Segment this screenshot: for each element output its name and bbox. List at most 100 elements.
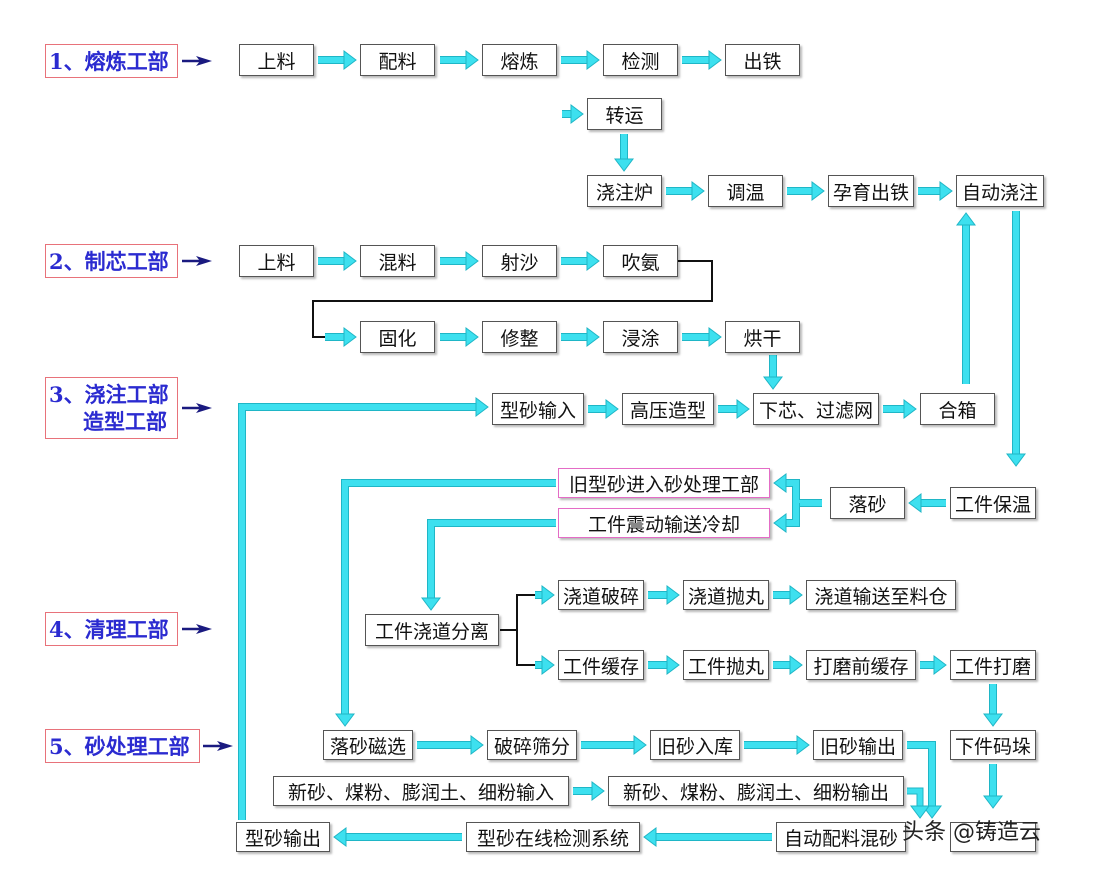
dept-pointer-head-3: [196, 403, 212, 413]
flow-arrow-shaft-31: [786, 480, 822, 506]
flow-arrow-head-46: [470, 735, 484, 755]
node-vibrating-cooling: 工件震动输送冷却: [558, 508, 770, 538]
node-gate-to-silo: 浇道输送至料仓: [806, 580, 956, 610]
flow-arrow-shaft-34: [428, 520, 556, 598]
flow-arrow-head-33: [335, 713, 355, 727]
flow-arrow-head-17: [465, 251, 479, 271]
dept-sand-treatment-label: 5、砂处理工部: [45, 729, 200, 763]
node-mixing: 混料: [360, 245, 435, 277]
node-core-shooting: 射沙: [482, 245, 557, 277]
flow-arrow-head-6: [343, 50, 357, 70]
node-high-pressure-molding: 高压造型: [622, 393, 714, 425]
dept-pointer-head-2: [196, 256, 212, 266]
node-old-sand-output: 旧砂输出: [813, 730, 903, 760]
flow-arrow-head-39: [666, 585, 680, 605]
node-transfer: 转运: [587, 98, 662, 130]
dept-molding-line: 造型工部: [83, 409, 167, 434]
flow-arrow-head-11: [614, 158, 634, 172]
node-smelting: 熔炼: [482, 44, 557, 76]
node-temperature-adjust: 调温: [708, 175, 783, 207]
node-gate-shot-blasting: 浇道抛丸: [683, 580, 769, 610]
node-trimming: 修整: [482, 321, 557, 353]
flow-arrow-head-45: [983, 795, 1003, 809]
flow-arrow-head-28: [956, 212, 976, 226]
dept-pouring-line: 3、浇注工部: [49, 382, 169, 407]
connector-line-36: [516, 630, 535, 666]
flow-arrow-head-9: [708, 50, 722, 70]
dept-pointer-head-5: [217, 741, 233, 751]
node-auto-sand-mixing: 自动配料混砂: [776, 822, 906, 852]
dept-smelting-label: 1、熔炼工部: [45, 44, 178, 78]
flow-arrow-head-40: [789, 585, 803, 605]
connector-line-19: [312, 260, 713, 338]
dept-coremaking-label: 2、制芯工部: [45, 244, 178, 278]
node-casting-buffer: 工件缓存: [558, 650, 644, 680]
flow-arrow-shaft-33: [342, 480, 556, 714]
flow-arrow-head-48: [796, 735, 810, 755]
flow-arrow-head-31: [773, 473, 787, 493]
flow-arrow-head-12: [691, 181, 705, 201]
flow-arrow-edge-34: [427, 519, 556, 598]
node-charging-2: 上料: [239, 245, 314, 277]
flow-arrow-head-34: [421, 597, 441, 611]
node-online-sand-testing: 型砂在线检测系统: [466, 822, 640, 852]
node-pre-grinding-buffer: 打磨前缓存: [806, 650, 916, 680]
node-amine-blowing: 吹氨: [603, 245, 678, 277]
node-dip-coating: 浸涂: [603, 321, 678, 353]
node-inspection: 检测: [603, 44, 678, 76]
flow-arrow-head-50: [922, 805, 942, 819]
flow-arrow-head-16: [343, 251, 357, 271]
flow-arrow-head-18: [586, 251, 600, 271]
node-auto-pouring: 自动浇注: [956, 175, 1044, 207]
flow-arrow-head-32: [773, 513, 787, 533]
flow-arrow-head-8: [586, 50, 600, 70]
flow-arrow-head-25: [605, 399, 619, 419]
connector-line-35: [500, 594, 535, 631]
node-curing: 固化: [360, 321, 435, 353]
flow-arrow-head-43: [933, 655, 947, 675]
node-sand-input: 型砂输入: [492, 393, 584, 425]
node-magnetic-separation: 落砂磁选: [323, 730, 413, 760]
node-casting-shot-blasting: 工件抛丸: [683, 650, 769, 680]
flow-arrow-head-47: [633, 735, 647, 755]
flow-arrow-head-42: [789, 655, 803, 675]
node-gate-separation: 工件浇道分离: [365, 614, 499, 646]
node-new-sand-output: 新砂、煤粉、膨润土、细粉输出: [608, 776, 904, 806]
flow-arrow-head-24: [763, 376, 783, 390]
node-old-sand-storage: 旧砂入库: [650, 730, 740, 760]
flow-arrow-head-41: [666, 655, 680, 675]
node-casting-grinding: 工件打磨: [950, 650, 1036, 680]
flow-arrow-head-37: [541, 585, 555, 605]
flow-arrow-head-22: [586, 327, 600, 347]
node-hidden-final: [950, 822, 1036, 852]
flow-arrow-head-15: [1006, 453, 1026, 467]
flow-arrow-head-21: [465, 327, 479, 347]
flow-arrow-head-51: [910, 805, 930, 819]
node-shakeout: 落砂: [830, 487, 905, 519]
node-gate-crushing: 浇道破碎: [558, 580, 644, 610]
watermark-text: 头条 @铸造云: [902, 820, 1041, 845]
flow-arrow-head-38: [541, 655, 555, 675]
flow-arrow-head-14: [939, 181, 953, 201]
node-drying: 烘干: [725, 321, 800, 353]
node-new-sand-input: 新砂、煤粉、膨润土、细粉输入: [273, 776, 569, 806]
flow-arrow-head-27: [903, 399, 917, 419]
flow-arrow-edge-33: [341, 479, 556, 714]
flow-arrow-head-10: [570, 104, 584, 124]
flow-arrow-head-23: [708, 327, 722, 347]
dept-cleaning-label: 4、清理工部: [45, 612, 178, 646]
node-inoculation-tapping: 孕育出铁: [828, 175, 914, 207]
node-charging-1: 上料: [239, 44, 314, 76]
dept-pouring-molding-label: 3、浇注工部 造型工部: [45, 377, 178, 439]
node-pouring-furnace: 浇注炉: [587, 175, 662, 207]
flow-arrow-head-30: [908, 493, 922, 513]
dept-pointer-head-4: [196, 624, 212, 634]
dept-pointer-head-1: [196, 56, 212, 66]
node-molding-sand-output: 型砂输出: [236, 822, 330, 852]
flow-arrow-head-13: [811, 181, 825, 201]
flow-arrow-head-52: [643, 827, 657, 847]
flow-arrow-head-49: [591, 781, 605, 801]
node-unload-stacking: 下件码垛: [950, 730, 1036, 760]
node-old-sand-to-treatment: 旧型砂进入砂处理工部: [558, 468, 770, 498]
